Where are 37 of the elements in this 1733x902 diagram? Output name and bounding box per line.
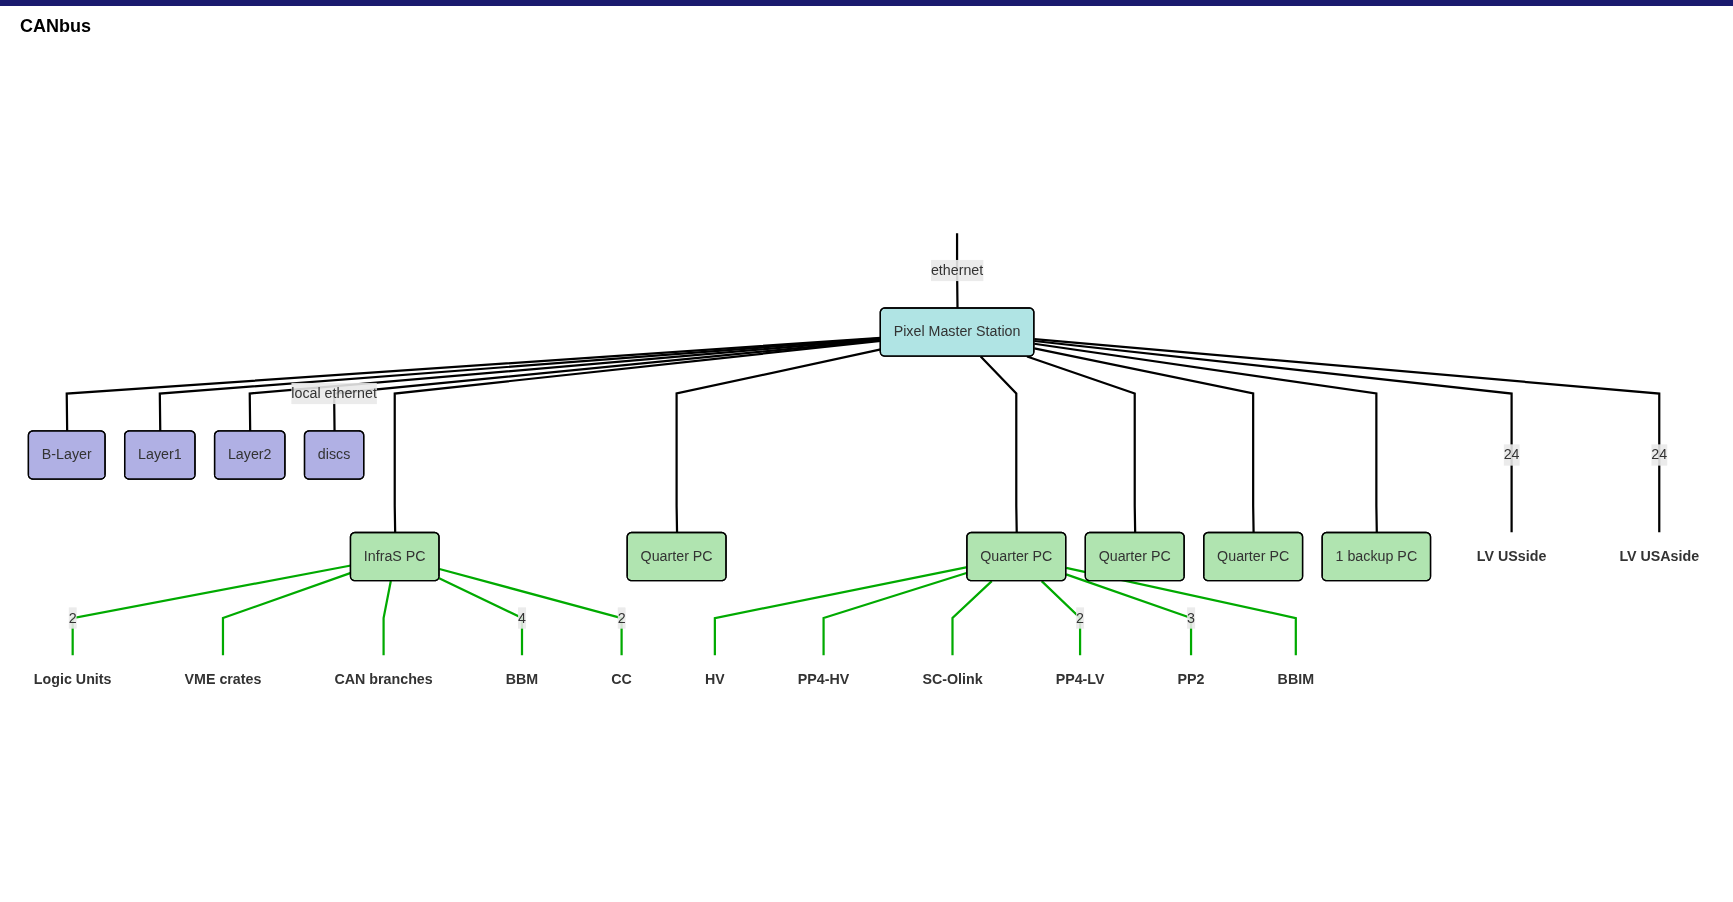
edge-label: 2 xyxy=(1076,610,1085,626)
connector xyxy=(393,339,881,533)
connector xyxy=(979,355,1018,533)
connector xyxy=(1065,573,1193,656)
edge-label: 24 xyxy=(1651,446,1668,463)
edge-label: local ethernet xyxy=(291,385,377,401)
connector xyxy=(1034,338,1661,533)
edge-label: 3 xyxy=(1187,610,1196,626)
connector xyxy=(1034,342,1378,533)
edge-label: 2 xyxy=(68,610,77,626)
connector xyxy=(951,580,993,656)
node-text: Logic Units xyxy=(33,671,112,687)
node-text: PP4-LV xyxy=(1055,671,1105,687)
connector xyxy=(1040,580,1082,656)
node-text: CAN branches xyxy=(334,671,433,687)
edge-label: 2 xyxy=(617,610,626,626)
node-text: LV USAside xyxy=(1619,548,1700,564)
node-text: PP2 xyxy=(1177,671,1205,687)
connector xyxy=(1026,355,1137,533)
node-text: SC-Olink xyxy=(922,671,983,687)
node-text: BBIM xyxy=(1277,671,1315,687)
connector xyxy=(1034,339,1513,533)
connector xyxy=(382,580,392,656)
note-label: CANbus xyxy=(20,16,91,37)
node-text: LV USside xyxy=(1476,548,1547,564)
node-text: VME crates xyxy=(184,671,262,687)
connector xyxy=(439,567,623,656)
connector xyxy=(438,577,524,656)
node-text: HV xyxy=(704,671,725,687)
edge-label: ethernet xyxy=(930,262,984,278)
edge-label: 4 xyxy=(518,610,526,626)
edge-label: 24 xyxy=(1503,446,1520,463)
node-text: CC xyxy=(611,671,632,687)
node-text: PP4-HV xyxy=(797,671,850,687)
node-text: BBM xyxy=(505,671,539,687)
connector xyxy=(1034,347,1255,533)
connector xyxy=(675,348,881,533)
